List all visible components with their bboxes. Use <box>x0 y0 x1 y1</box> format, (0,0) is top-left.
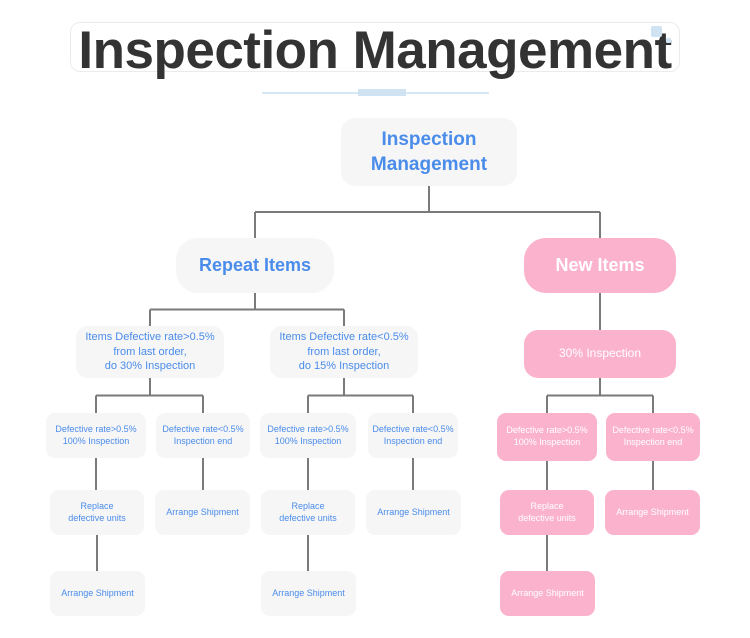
node-rep-lt[interactable]: Items Defective rate<0.5% from last orde… <box>270 326 418 378</box>
node-new[interactable]: New Items <box>524 238 676 293</box>
node-root[interactable]: Inspection Management <box>341 118 517 186</box>
node-a-gt[interactable]: Defective rate>0.5% 100% Inspection <box>46 413 146 458</box>
node-c-gt[interactable]: Defective rate>0.5% 100% Inspection <box>497 413 597 461</box>
node-b-lt[interactable]: Defective rate<0.5% Inspection end <box>368 413 458 458</box>
accent-dot-icon <box>666 38 671 43</box>
node-a-ship[interactable]: Arrange Shipment <box>155 490 250 535</box>
node-rep-gt[interactable]: Items Defective rate>0.5% from last orde… <box>76 326 224 378</box>
node-b-rep[interactable]: Replace defective units <box>261 490 355 535</box>
accent-square-icon <box>651 26 662 37</box>
node-b-ship2[interactable]: Arrange Shipment <box>261 571 356 616</box>
node-repeat[interactable]: Repeat Items <box>176 238 334 293</box>
page-title: Inspection Management <box>78 21 672 80</box>
node-c-ship[interactable]: Arrange Shipment <box>605 490 700 535</box>
node-new-30[interactable]: 30% Inspection <box>524 330 676 378</box>
node-c-lt[interactable]: Defective rate<0.5% Inspection end <box>606 413 700 461</box>
title-underline-highlight <box>358 89 406 96</box>
node-c-rep[interactable]: Replace defective units <box>500 490 594 535</box>
node-c-ship2[interactable]: Arrange Shipment <box>500 571 595 616</box>
node-a-lt[interactable]: Defective rate<0.5% Inspection end <box>156 413 250 458</box>
node-b-gt[interactable]: Defective rate>0.5% 100% Inspection <box>260 413 356 458</box>
node-a-rep[interactable]: Replace defective units <box>50 490 144 535</box>
node-b-ship[interactable]: Arrange Shipment <box>366 490 461 535</box>
node-a-ship2[interactable]: Arrange Shipment <box>50 571 145 616</box>
title-card <box>70 22 680 72</box>
